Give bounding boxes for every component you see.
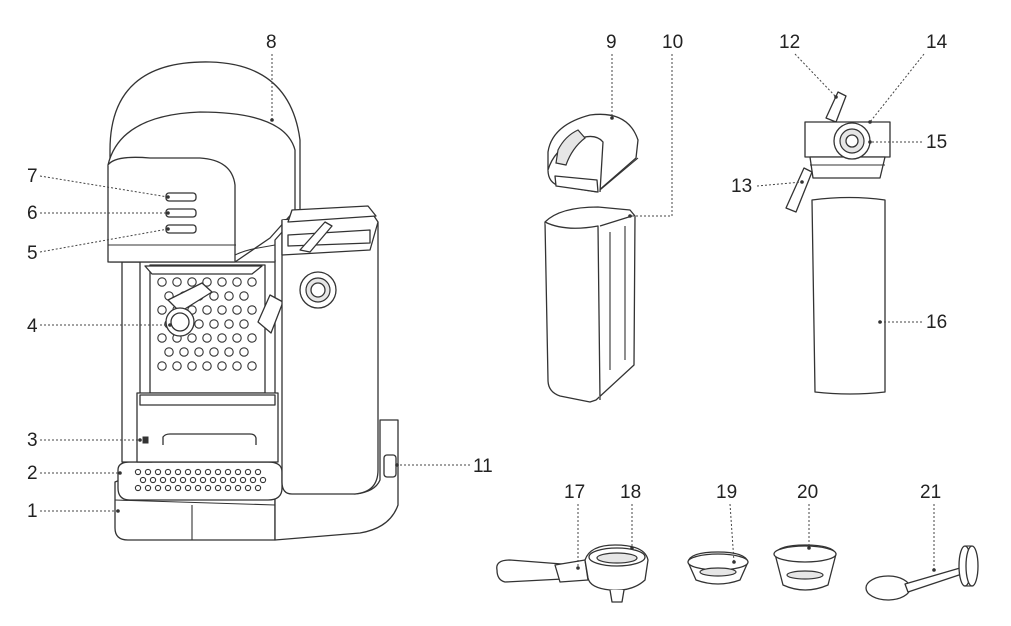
part-label-17: 17 [564,482,585,503]
leader-dot-7 [166,195,170,199]
leader-lines [39,53,936,572]
part-label-8: 8 [266,32,277,53]
part-label-10: 10 [662,32,683,53]
leader-dot-20 [807,546,811,550]
leader-dot-14 [868,120,872,124]
leader-dot-5 [166,227,170,231]
hole-pattern [157,277,257,371]
leader-dot-13 [800,180,804,184]
leader-line-7 [39,175,169,198]
leader-dot-15 [868,140,872,144]
leader-dot-19 [732,560,736,564]
part-label-2: 2 [27,463,38,484]
leader-dot-10 [628,214,632,218]
part-label-21: 21 [920,482,941,503]
leader-line-5 [39,228,169,253]
leader-line-13 [756,181,803,187]
part-label-14: 14 [926,32,948,53]
part-label-12: 12 [779,32,800,53]
milk-container [785,91,891,395]
single-filter-basket [687,551,749,585]
leader-dot-3 [138,438,142,442]
leader-dot-12 [834,95,838,99]
leader-dot-1 [116,509,120,513]
part-label-20: 20 [797,482,818,503]
double-filter-basket [773,544,837,591]
measuring-spoon-tamper [865,545,979,601]
part-label-7: 7 [27,166,38,187]
portafilter [496,544,649,603]
part-label-16: 16 [926,312,947,333]
leader-dot-21 [932,568,936,572]
leader-dot-18 [630,546,634,550]
switch-11[interactable] [383,454,397,478]
part-label-4: 4 [27,316,38,337]
part-label-18: 18 [620,482,641,503]
leader-line-19 [729,503,735,563]
tank-lid [547,113,639,193]
part-label-5: 5 [27,243,38,264]
leader-line-10 [630,54,673,217]
part-label-11: 11 [473,456,493,477]
espresso-machine [107,61,399,541]
leader-line-12 [794,53,837,98]
part-label-1: 1 [27,501,38,522]
leader-dot-9 [610,116,614,120]
part-label-19: 19 [716,482,737,503]
leader-dot-17 [576,566,580,570]
cup-rest [162,433,257,445]
part-label-13: 13 [731,176,752,197]
part-label-9: 9 [606,32,617,53]
leader-dot-4 [168,323,172,327]
leader-dot-11 [395,463,399,467]
button-5[interactable] [165,224,197,234]
leader-dot-8 [270,118,274,122]
water-tank-removed [544,206,636,403]
button-7[interactable] [165,192,197,202]
part-label-15: 15 [926,132,947,153]
leader-dot-6 [166,211,170,215]
brew-head [144,265,263,275]
leader-dot-16 [878,320,882,324]
part-label-3: 3 [27,430,38,451]
leader-dot-2 [118,471,122,475]
leader-line-14 [869,53,925,123]
button-6[interactable] [165,208,197,218]
part-label-6: 6 [27,203,38,224]
drip-tray-grid [134,468,267,492]
